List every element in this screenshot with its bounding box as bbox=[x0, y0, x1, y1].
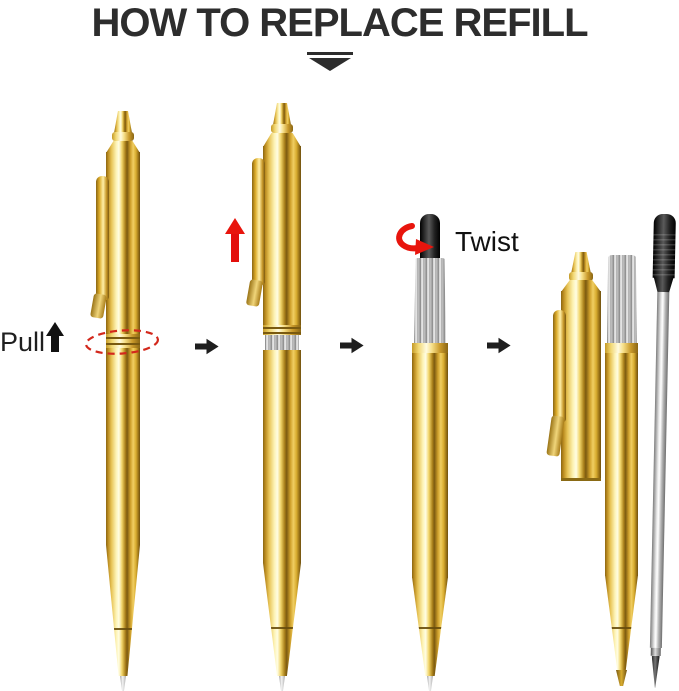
barrel-silver-mechanism bbox=[607, 255, 637, 343]
pen1-tip-cone bbox=[106, 545, 140, 676]
pen2-shoulder bbox=[263, 133, 301, 147]
pen3-barrel bbox=[412, 353, 448, 578]
pen2-plunger bbox=[273, 103, 291, 125]
cap-plunger bbox=[571, 252, 591, 274]
cap-shoulder bbox=[561, 280, 601, 292]
pen1-clip-foot bbox=[90, 293, 107, 319]
pen2-band-line bbox=[263, 327, 301, 329]
pen1-plunger bbox=[114, 111, 132, 133]
right-arrow-icon bbox=[487, 337, 511, 354]
pen1-band-line bbox=[106, 343, 140, 345]
pen2-clip bbox=[252, 158, 265, 285]
pen1-ballpoint-tip bbox=[119, 676, 127, 691]
pen1-plunger-lip bbox=[112, 132, 134, 141]
pen1-band-line bbox=[106, 337, 140, 339]
pen1-lower-barrel bbox=[106, 348, 140, 545]
pen2-band-line bbox=[263, 332, 301, 334]
pen1-clip bbox=[96, 176, 109, 300]
refill-black-taper bbox=[653, 277, 673, 293]
down-triangle-icon bbox=[309, 58, 351, 71]
pen3-gold-band bbox=[412, 343, 448, 354]
pen2-joint-band bbox=[263, 325, 301, 335]
cap-plunger-lip bbox=[569, 272, 593, 281]
barrel-tip-cone bbox=[605, 575, 638, 670]
right-arrow-icon bbox=[340, 337, 364, 354]
red-up-arrow-icon bbox=[225, 218, 245, 234]
pen1-upper-barrel bbox=[106, 152, 140, 336]
right-arrow-icon bbox=[195, 338, 219, 355]
black-up-arrow-icon bbox=[46, 322, 64, 336]
refill-tip-collar bbox=[650, 647, 661, 657]
pen2-lower-barrel bbox=[263, 350, 301, 563]
pull-label: Pull bbox=[0, 327, 46, 357]
refill bbox=[638, 212, 679, 691]
pen2-upper-barrel bbox=[263, 146, 301, 326]
pen1-shoulder bbox=[106, 141, 140, 153]
pen3-ballpoint-tip bbox=[426, 676, 434, 691]
refill-metal-tube bbox=[649, 291, 670, 649]
red-twist-arrow-icon bbox=[396, 223, 434, 255]
pen3-tip-cone bbox=[412, 577, 448, 676]
down-triangle-icon bbox=[307, 52, 353, 55]
twist-label: Twist bbox=[455, 226, 519, 257]
pen3-silver-mechanism bbox=[414, 258, 446, 344]
black-up-arrow-icon bbox=[51, 336, 59, 352]
barrel-gold-band bbox=[605, 343, 638, 354]
pen2-tip-cone bbox=[263, 563, 301, 676]
pen2-plunger-lip bbox=[271, 124, 293, 133]
cap-body bbox=[561, 291, 601, 481]
red-up-arrow-icon bbox=[231, 234, 239, 262]
barrel-tip-point bbox=[616, 670, 627, 686]
red-dashed-ellipse-icon bbox=[84, 329, 160, 355]
refill-black-ribs bbox=[652, 233, 676, 279]
barrel-body bbox=[605, 353, 638, 576]
pen2-clip-foot bbox=[245, 279, 264, 307]
refill-writing-tip bbox=[651, 656, 660, 688]
page-title: HOW TO REPLACE REFILL bbox=[91, 1, 588, 45]
pen2-ballpoint-tip bbox=[278, 676, 286, 691]
cap-clip bbox=[553, 310, 566, 422]
pen2-exposed-silver-ring bbox=[265, 335, 299, 350]
